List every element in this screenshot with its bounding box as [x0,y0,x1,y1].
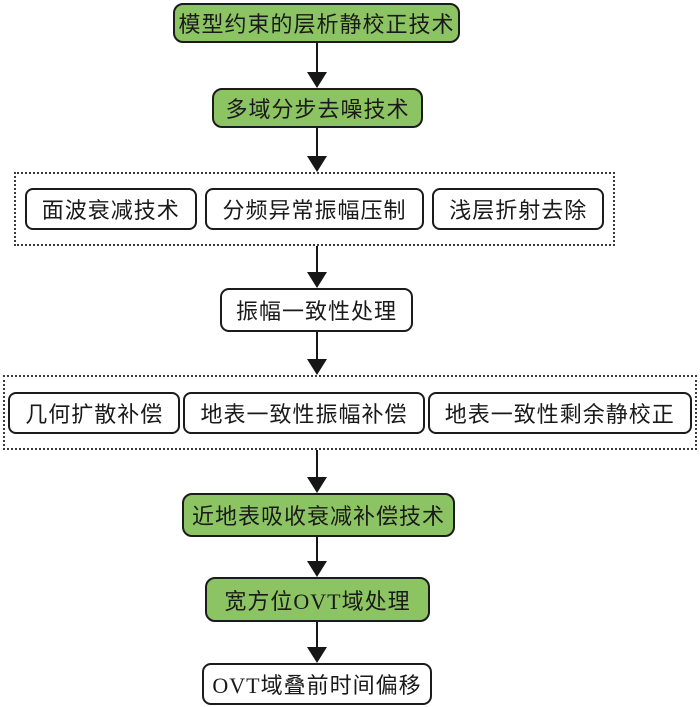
arrow-shaft [316,332,318,359]
flow-node-model-tomographic-statics: 模型约束的层析静校正技术 [173,3,460,43]
arrow-shaft [316,128,318,156]
flow-node-label: OVT域叠前时间偏移 [212,673,422,698]
down-arrow-3 [307,246,327,288]
flow-node-label: 模型约束的层析静校正技术 [178,12,455,37]
flow-node-ovt-prestack-time-migration: OVT域叠前时间偏移 [202,663,432,705]
arrow-head-icon [307,561,327,577]
flow-node-surface-consistent-residual-statics: 地表一致性剩余静校正 [427,391,692,434]
flow-node-label: 面波衰减技术 [41,198,180,223]
flow-node-shallow-refraction-removal: 浅层折射去除 [432,188,605,230]
arrow-head-icon [307,477,327,493]
down-arrow-5 [307,450,327,493]
arrow-shaft [316,246,318,272]
arrow-head-icon [307,72,327,88]
arrow-shaft [316,537,318,561]
flow-node-wide-azimuth-ovt-processing: 宽方位OVT域处理 [205,577,430,622]
flow-node-label: 近地表吸收衰减补偿技术 [191,504,445,529]
down-arrow-2 [307,128,327,172]
flow-node-label: 分频异常振幅压制 [222,198,407,223]
flow-node-surface-consistent-amplitude-compensation: 地表一致性振幅补偿 [183,391,425,434]
arrow-shaft [316,43,318,72]
arrow-head-icon [307,647,327,663]
denoise-methods-group: 面波衰减技术 分频异常振幅压制 浅层折射去除 [14,172,615,246]
arrow-shaft [316,450,318,477]
flow-node-label: 地表一致性剩余静校正 [444,401,675,427]
flow-node-multidomain-denoise: 多域分步去噪技术 [212,88,423,128]
flow-node-geometric-spreading-compensation: 几何扩散补偿 [8,391,181,434]
flow-node-label: 浅层折射去除 [449,198,588,223]
flow-node-label: 几何扩散补偿 [25,401,164,427]
flow-node-near-surface-absorption-compensation: 近地表吸收衰减补偿技术 [182,493,455,537]
arrow-shaft [316,622,318,647]
flow-node-surface-wave-attenuation: 面波衰减技术 [24,188,197,230]
flow-node-amplitude-consistency: 振幅一致性处理 [220,288,413,332]
down-arrow-6 [307,537,327,577]
down-arrow-7 [307,622,327,663]
flow-node-label: 振幅一致性处理 [235,299,397,324]
flow-node-frequency-anomalous-amplitude-suppression: 分频异常振幅压制 [205,188,424,230]
arrow-head-icon [307,272,327,288]
arrow-head-icon [307,156,327,172]
flow-node-label: 多域分步去噪技术 [225,97,410,122]
down-arrow-4 [307,332,327,375]
flow-node-label: 地表一致性振幅补偿 [200,401,408,427]
amplitude-compensation-group: 几何扩散补偿 地表一致性振幅补偿 地表一致性剩余静校正 [3,375,697,450]
down-arrow-1 [307,43,327,88]
arrow-head-icon [307,359,327,375]
flow-node-label: 宽方位OVT域处理 [224,588,411,614]
